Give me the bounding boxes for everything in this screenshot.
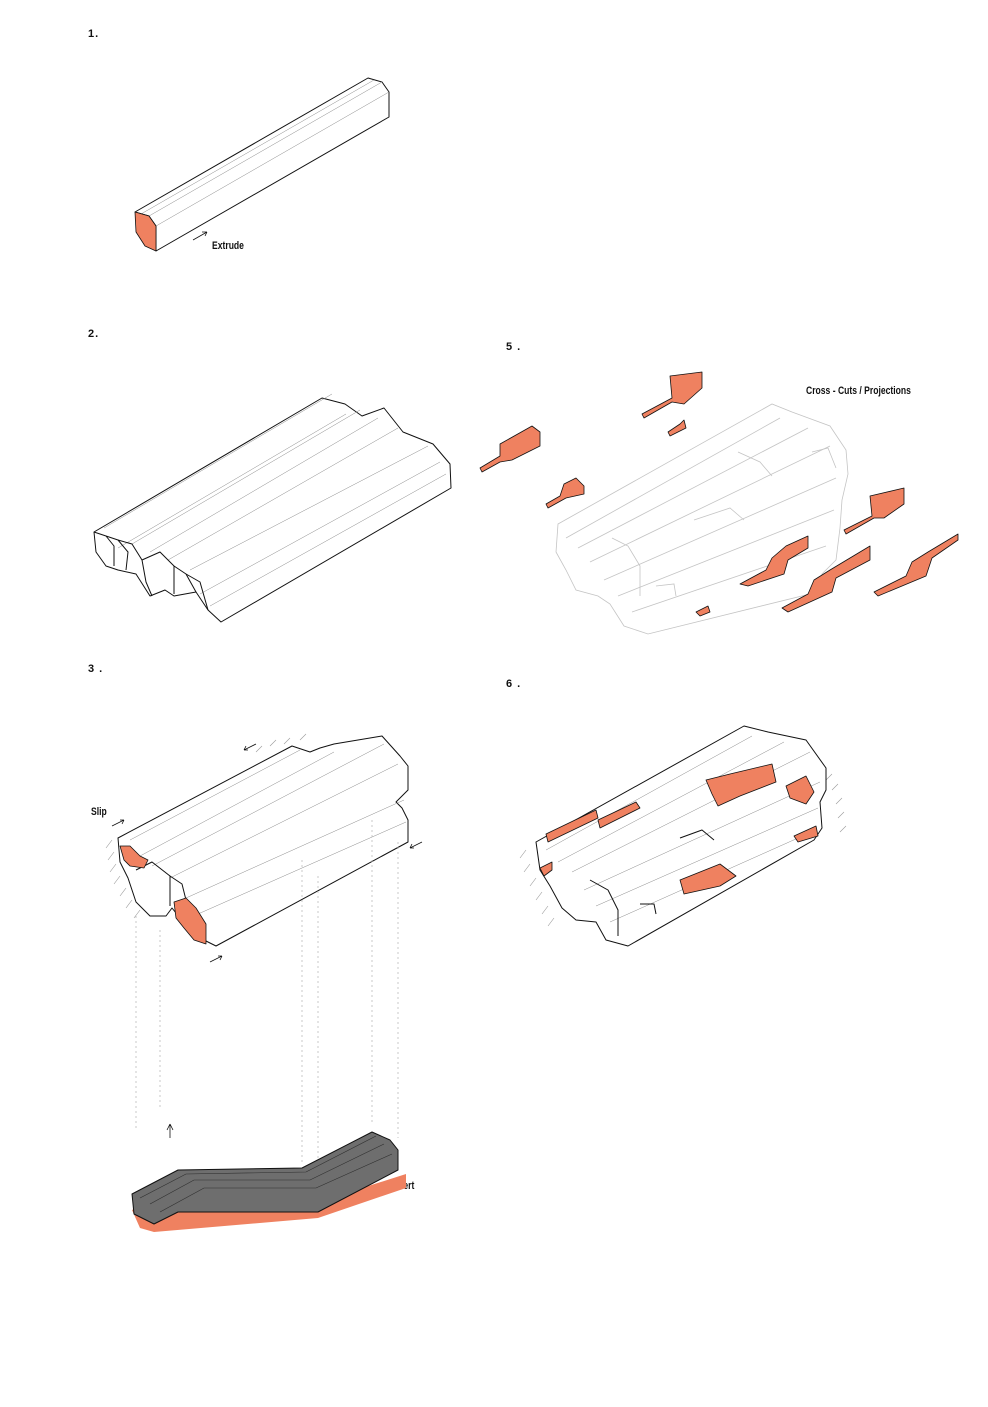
projection-piece-3 bbox=[642, 372, 702, 418]
step-2-prism-bundle bbox=[94, 394, 451, 622]
step-5-projection-pieces bbox=[480, 372, 958, 616]
slip-arrow-right-icon bbox=[410, 842, 422, 848]
projection-piece-1 bbox=[480, 426, 540, 472]
slip-arrow-left-icon bbox=[112, 820, 124, 826]
step-1-extruded-prism bbox=[135, 78, 389, 251]
extrude-arrow-icon bbox=[193, 232, 207, 240]
slip-arrow-bottom-icon bbox=[210, 956, 222, 962]
insert-up-arrow-icon bbox=[167, 1124, 173, 1138]
projection-piece-4 bbox=[668, 420, 686, 436]
projection-piece-2 bbox=[546, 478, 584, 508]
projection-piece-5 bbox=[844, 488, 904, 534]
step-3-insert-piece bbox=[132, 1132, 406, 1232]
slip-arrow-top-icon bbox=[244, 744, 256, 750]
step-6-final-assembly bbox=[520, 726, 846, 946]
projection-piece-8 bbox=[874, 534, 958, 596]
step-3-slip-bundle bbox=[106, 734, 422, 1178]
projection-piece-9 bbox=[696, 606, 710, 616]
